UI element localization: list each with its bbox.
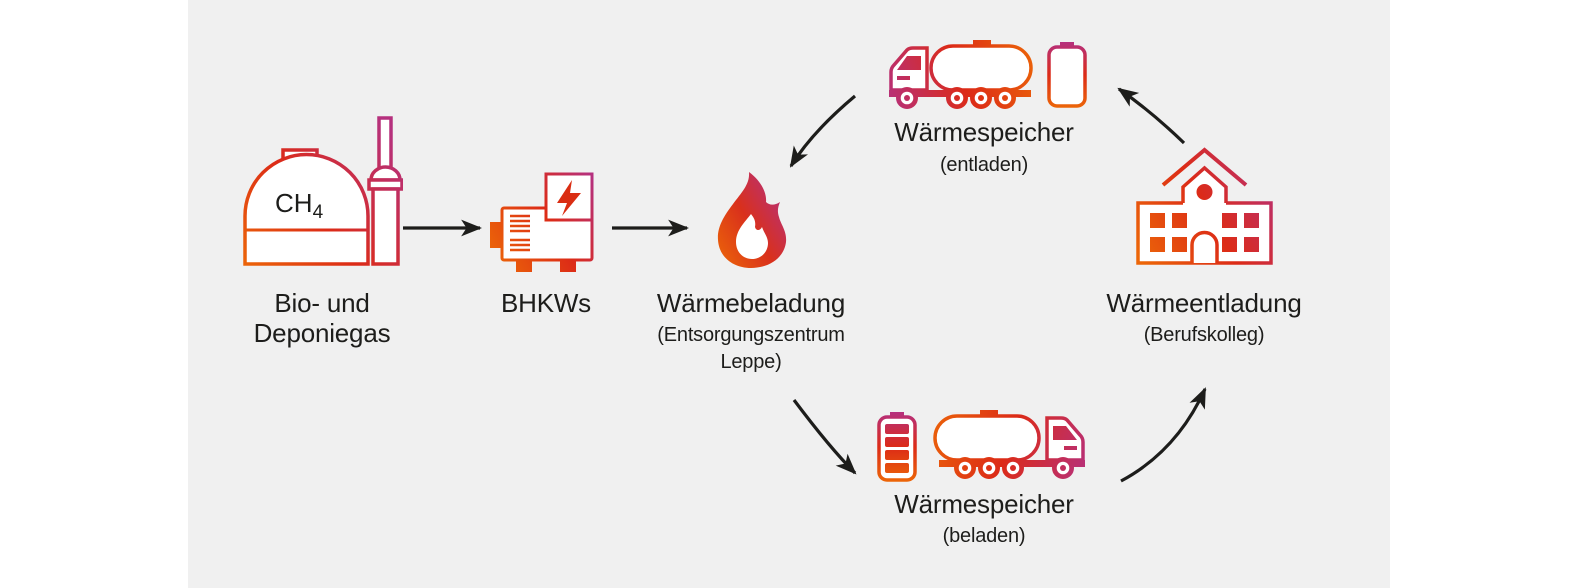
storage-discharged-sublabel: (entladen) — [939, 154, 1029, 176]
flame-icon — [710, 172, 794, 268]
biogas-plant-icon: CH4 — [243, 116, 403, 270]
tanker-truck-right-icon — [925, 408, 1090, 483]
school-door — [1190, 230, 1219, 263]
cab-window — [1053, 426, 1077, 440]
battery-full-icon — [877, 412, 917, 482]
heat-loading-sublabel-line1: (Entsorgungszentrum — [657, 324, 845, 346]
truck-wheels — [954, 457, 1074, 479]
heat-loading-sublabel: (Entsorgungszentrum Leppe) — [631, 322, 871, 376]
school-building-icon — [1132, 145, 1277, 267]
heat-discharge-sublabel: (Berufskolleg) — [1143, 324, 1265, 346]
school-windows — [1150, 213, 1259, 252]
heat-discharge-label: Wärmeentladung — [1106, 288, 1302, 318]
storage-charged-sublabel: (beladen) — [942, 525, 1026, 547]
ch4-gas-label: CH4 — [275, 188, 324, 223]
chp-generator-icon — [488, 172, 600, 272]
cab-window — [897, 56, 921, 70]
biogas-label-line1: Bio- und — [274, 288, 370, 318]
roof-outline — [1161, 147, 1248, 187]
bhkw-label: BHKWs — [500, 288, 591, 318]
heat-loading-label: Wärmebeladung — [656, 288, 846, 318]
biogas-label-line2: Deponiegas — [253, 318, 391, 348]
storage-discharged-label: Wärmespeicher — [894, 117, 1074, 147]
biogas-label: Bio- und Deponiegas — [222, 288, 422, 348]
tanker-truck-left-icon — [885, 40, 1037, 112]
battery-empty-icon — [1047, 42, 1087, 108]
lightning-bolt-icon — [557, 180, 581, 216]
storage-charged-label: Wärmespeicher — [894, 489, 1074, 519]
clock-circle — [1196, 184, 1213, 200]
heat-loading-sublabel-line2: Leppe) — [720, 351, 782, 373]
truck-wheels — [896, 87, 1016, 109]
diagram-background-panel — [188, 0, 1390, 588]
